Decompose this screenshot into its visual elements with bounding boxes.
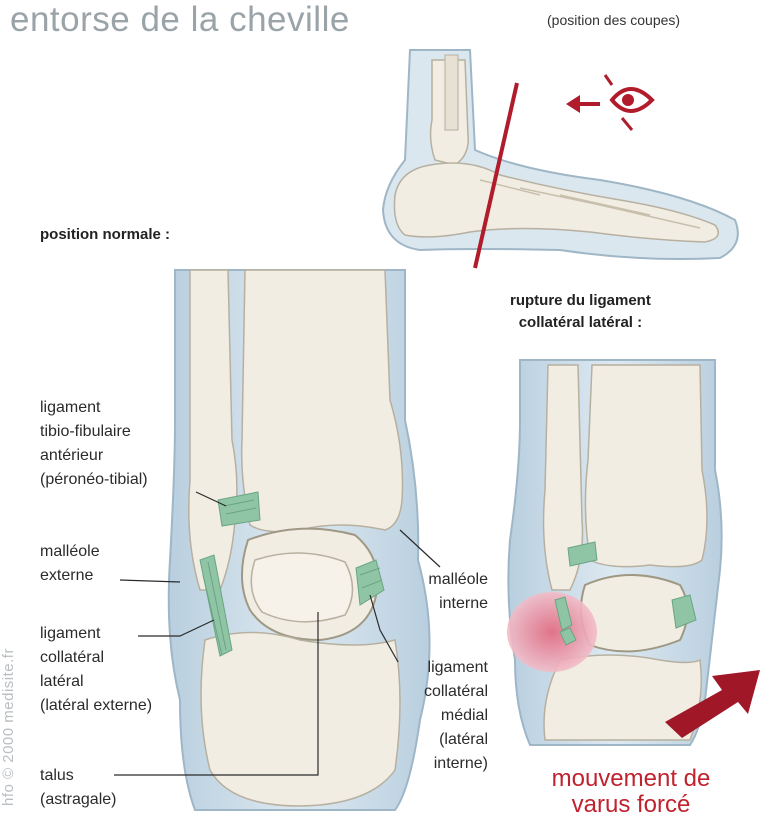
arrow-left-icon — [566, 95, 600, 113]
page-title: entorse de la cheville — [10, 0, 350, 40]
label-malleole-externe: malléole externe — [40, 540, 100, 588]
label-malleole-interne: malléole interne — [408, 568, 488, 616]
heading-normal-position: position normale : — [40, 224, 170, 246]
subtitle-position-coupes: (position des coupes) — [547, 12, 680, 28]
eye-icon — [605, 75, 652, 130]
copyright-watermark: hfo © 2000 medisite.fr — [0, 648, 17, 806]
label-talus: talus (astragale) — [40, 764, 116, 812]
label-ligament-collateral-medial: ligament collatéral médial (latéral inte… — [395, 656, 488, 776]
normal-ankle-illustration — [114, 270, 440, 810]
movement-caption: mouvement de varus forcé — [520, 766, 742, 818]
foot-section-position-diagram — [383, 50, 738, 268]
label-ligament-tibio-fibulaire: ligament tibio-fibulaire antérieur (péro… — [40, 396, 148, 492]
injury-area — [507, 592, 597, 672]
label-ligament-collateral-lateral: ligament collatéral latéral (latéral ext… — [40, 622, 152, 718]
heading-rupture: rupture du ligament collatéral latéral : — [510, 290, 651, 334]
ruptured-ankle-illustration — [507, 360, 722, 745]
